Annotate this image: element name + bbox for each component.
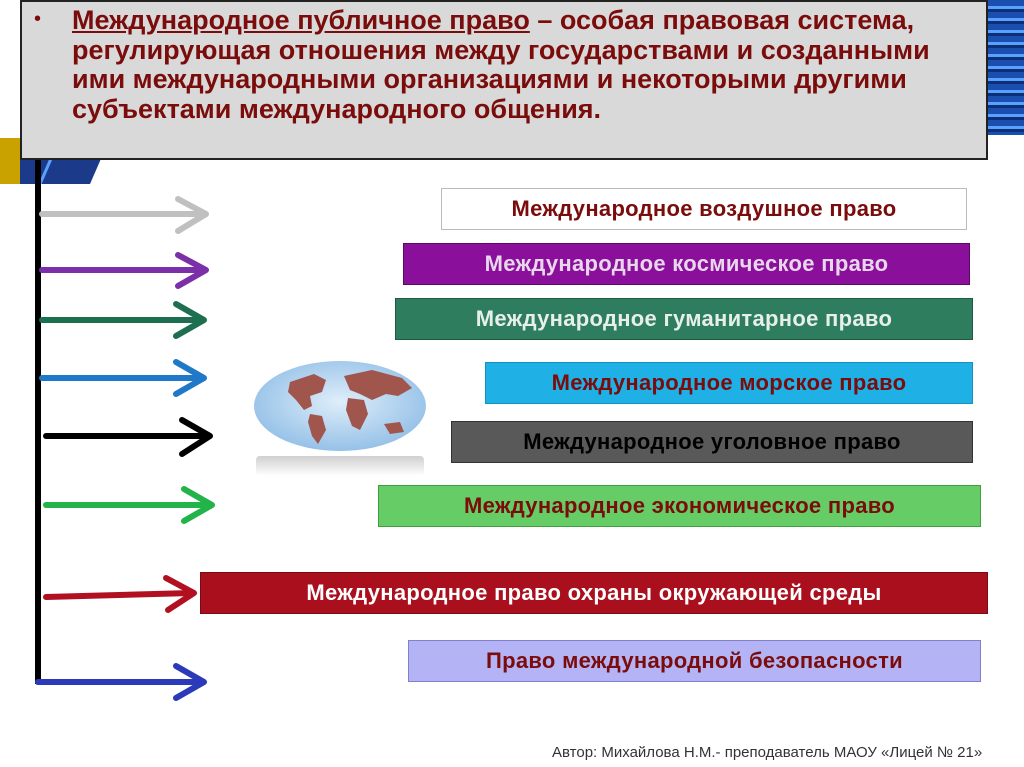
diagram-trunk-line [35,160,41,684]
branch-criminal-law: Международное уголовное право [451,421,973,463]
arrow-icon-environment [43,575,197,613]
definition-term: Международное публичное право [72,5,530,35]
definition-box: • Международное публичное право – особая… [20,0,988,160]
branch-economic-law: Международное экономическое право [378,485,981,527]
branch-maritime-law: Международное морское право [485,362,973,404]
branch-arrows [35,196,215,701]
author-footer: Автор: Михайлова Н.М.- преподаватель МАО… [552,744,983,761]
branch-security-law: Право международной безопасности [408,640,981,682]
arrow-icon-humanitarian [39,301,207,339]
corner-decoration-right [984,0,1024,135]
arrow-icon-maritime [39,359,207,397]
branch-air-law: Международное воздушное право [441,188,967,230]
arrow-icon-air [39,196,209,234]
arrow-icon-security [35,663,207,701]
definition-body: – особая правовая система, регулирующая … [72,5,930,124]
branch-space-law: Международное космическое право [403,243,970,285]
arrow-icon-space [39,252,209,289]
branch-environmental-law: Международное право охраны окружающей ср… [200,572,988,614]
branch-humanitarian-law: Международное гуманитарное право [395,298,973,340]
arrow-icon-economic [43,486,215,524]
definition-text: Международное публичное право – особая п… [72,5,976,124]
arrow-icon-criminal [43,417,213,457]
bullet-icon: • [34,8,42,30]
world-map-globe-icon [254,361,426,476]
